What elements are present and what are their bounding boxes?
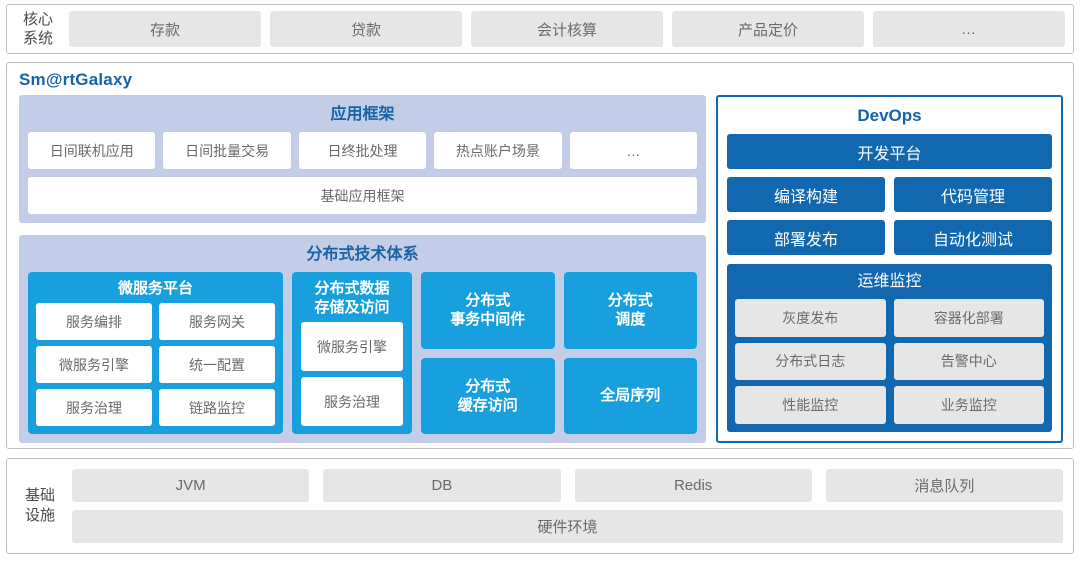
core-item-deposit[interactable]: 存款 xyxy=(69,11,261,47)
devops-item-deploy[interactable]: 部署发布 xyxy=(727,220,885,255)
core-system-panel: 核心 系统 存款 贷款 会计核算 产品定价 … xyxy=(6,4,1074,54)
microservice-platform-items: 服务编排 服务网关 微服务引擎 统一配置 服务治理 链路监控 xyxy=(28,303,283,426)
ops-item-alert-center[interactable]: 告警中心 xyxy=(893,342,1044,381)
devops-item-automated-testing[interactable]: 自动化测试 xyxy=(894,220,1052,255)
distributed-column-3: 分布式 事务中间件 分布式 缓存访问 xyxy=(421,272,555,434)
ops-item-business-monitoring[interactable]: 业务监控 xyxy=(893,386,1044,424)
datastore-item-engine[interactable]: 微服务引擎 xyxy=(301,322,403,371)
distributed-transaction-title: 分布式 事务中间件 xyxy=(450,291,525,329)
infra-item-db[interactable]: DB xyxy=(323,469,561,502)
core-system-label: 核心 系统 xyxy=(15,10,61,48)
devops-item-code-management[interactable]: 代码管理 xyxy=(894,177,1052,212)
devops-panel: DevOps 开发平台 编译构建 代码管理 部署发布 自动化测试 运维监控 灰度… xyxy=(716,95,1063,443)
global-sequence-box[interactable]: 全局序列 xyxy=(563,357,697,434)
devops-column: DevOps 开发平台 编译构建 代码管理 部署发布 自动化测试 运维监控 灰度… xyxy=(716,95,1063,443)
distributed-datastore-title-line1: 分布式数据 xyxy=(314,280,390,297)
ops-item-containerized-deploy[interactable]: 容器化部署 xyxy=(893,299,1044,337)
smartgalaxy-panel: Sm@rtGalaxy 应用框架 日间联机应用 日间批量交易 日终批处理 热点账… xyxy=(6,62,1074,449)
distributed-scheduling-box[interactable]: 分布式 调度 xyxy=(563,272,697,349)
microservice-item-tracing[interactable]: 链路监控 xyxy=(159,389,275,426)
core-item-loan[interactable]: 贷款 xyxy=(270,11,462,47)
distributed-cache-line2: 缓存访问 xyxy=(457,396,518,414)
smartgalaxy-body: 应用框架 日间联机应用 日间批量交易 日终批处理 热点账户场景 … 基础应用框架… xyxy=(19,95,1063,443)
smartgalaxy-title: Sm@rtGalaxy xyxy=(19,70,133,89)
infrastructure-label-line1: 基础 xyxy=(24,487,55,504)
distributed-datastore-title: 分布式数据 存储及访问 xyxy=(292,272,412,322)
smartgalaxy-left-column: 应用框架 日间联机应用 日间批量交易 日终批处理 热点账户场景 … 基础应用框架… xyxy=(19,95,706,443)
app-framework-base[interactable]: 基础应用框架 xyxy=(28,177,697,214)
distributed-transaction-box[interactable]: 分布式 事务中间件 xyxy=(421,272,555,349)
app-framework-group: 应用框架 日间联机应用 日间批量交易 日终批处理 热点账户场景 … 基础应用框架 xyxy=(19,95,706,223)
devops-title: DevOps xyxy=(857,106,922,125)
distributed-tech-title: 分布式技术体系 xyxy=(306,246,419,263)
global-sequence-title: 全局序列 xyxy=(600,386,660,405)
infra-item-message-queue[interactable]: 消息队列 xyxy=(825,469,1063,502)
global-sequence-line1: 全局序列 xyxy=(600,387,661,405)
microservice-item-gateway[interactable]: 服务网关 xyxy=(159,303,275,340)
distributed-datastore-box[interactable]: 分布式数据 存储及访问 微服务引擎 服务治理 xyxy=(292,272,412,434)
app-framework-item-more[interactable]: … xyxy=(569,132,698,169)
ops-monitoring-items: 灰度发布 容器化部署 分布式日志 告警中心 性能监控 业务监控 xyxy=(735,299,1044,424)
distributed-scheduling-line1: 分布式 xyxy=(607,292,653,310)
core-item-accounting[interactable]: 会计核算 xyxy=(471,11,663,47)
core-system-items: 存款 贷款 会计核算 产品定价 … xyxy=(69,11,1065,47)
infra-item-redis[interactable]: Redis xyxy=(574,469,812,502)
distributed-cache-title: 分布式 缓存访问 xyxy=(458,377,518,415)
core-item-pricing[interactable]: 产品定价 xyxy=(672,11,864,47)
ops-item-distributed-logging[interactable]: 分布式日志 xyxy=(735,342,886,381)
infra-item-jvm[interactable]: JVM xyxy=(72,469,310,502)
distributed-column-4: 分布式 调度 全局序列 xyxy=(563,272,697,434)
distributed-transaction-line1: 分布式 xyxy=(465,292,511,310)
ops-monitoring-title: 运维监控 xyxy=(857,273,922,290)
core-system-label-line1: 核心 xyxy=(22,11,53,28)
infrastructure-items: JVM DB Redis 消息队列 xyxy=(72,469,1063,502)
devops-item-build[interactable]: 编译构建 xyxy=(727,177,885,212)
microservice-item-orchestration[interactable]: 服务编排 xyxy=(36,303,152,340)
devops-items: 编译构建 代码管理 部署发布 自动化测试 xyxy=(727,177,1052,255)
distributed-tech-group: 分布式技术体系 微服务平台 服务编排 服务网关 微服务引擎 统一配置 服务治理 xyxy=(19,235,706,443)
app-framework-item-online[interactable]: 日间联机应用 xyxy=(28,132,156,169)
infra-hardware-environment[interactable]: 硬件环境 xyxy=(72,510,1063,543)
core-item-more[interactable]: … xyxy=(873,11,1065,47)
app-framework-item-eod[interactable]: 日终批处理 xyxy=(298,132,427,169)
infrastructure-label-line2: 设施 xyxy=(24,507,55,524)
ops-monitoring-box: 运维监控 灰度发布 容器化部署 分布式日志 告警中心 性能监控 业务监控 xyxy=(727,264,1052,432)
infrastructure-label: 基础 设施 xyxy=(17,486,63,526)
datastore-item-governance[interactable]: 服务治理 xyxy=(301,377,403,426)
distributed-tech-columns: 微服务平台 服务编排 服务网关 微服务引擎 统一配置 服务治理 链路监控 xyxy=(28,272,697,434)
distributed-datastore-items: 微服务引擎 服务治理 xyxy=(292,322,412,426)
distributed-cache-line1: 分布式 xyxy=(465,377,511,395)
infrastructure-panel: 基础 设施 JVM DB Redis 消息队列 硬件环境 xyxy=(6,458,1074,554)
microservice-platform-box[interactable]: 微服务平台 服务编排 服务网关 微服务引擎 统一配置 服务治理 链路监控 xyxy=(28,272,283,434)
distributed-cache-box[interactable]: 分布式 缓存访问 xyxy=(421,357,555,434)
app-framework-title: 应用框架 xyxy=(330,106,395,123)
distributed-transaction-line2: 事务中间件 xyxy=(450,311,526,329)
core-system-label-line2: 系统 xyxy=(22,30,53,47)
distributed-scheduling-title: 分布式 调度 xyxy=(608,291,653,329)
microservice-item-config[interactable]: 统一配置 xyxy=(159,346,275,383)
ops-item-performance-monitoring[interactable]: 性能监控 xyxy=(735,386,886,424)
ops-item-gray-release[interactable]: 灰度发布 xyxy=(735,299,886,337)
microservice-platform-title: 微服务平台 xyxy=(117,280,193,297)
app-framework-item-hotaccount[interactable]: 热点账户场景 xyxy=(434,132,562,169)
infrastructure-content: JVM DB Redis 消息队列 硬件环境 xyxy=(72,469,1063,543)
microservice-item-engine[interactable]: 微服务引擎 xyxy=(36,346,152,383)
app-framework-item-batch[interactable]: 日间批量交易 xyxy=(163,132,291,169)
microservice-item-governance[interactable]: 服务治理 xyxy=(36,389,152,426)
distributed-scheduling-line2: 调度 xyxy=(615,311,646,329)
distributed-datastore-title-line2: 存储及访问 xyxy=(314,299,390,316)
app-framework-items: 日间联机应用 日间批量交易 日终批处理 热点账户场景 … xyxy=(28,132,698,169)
devops-platform-box[interactable]: 开发平台 xyxy=(727,134,1052,169)
